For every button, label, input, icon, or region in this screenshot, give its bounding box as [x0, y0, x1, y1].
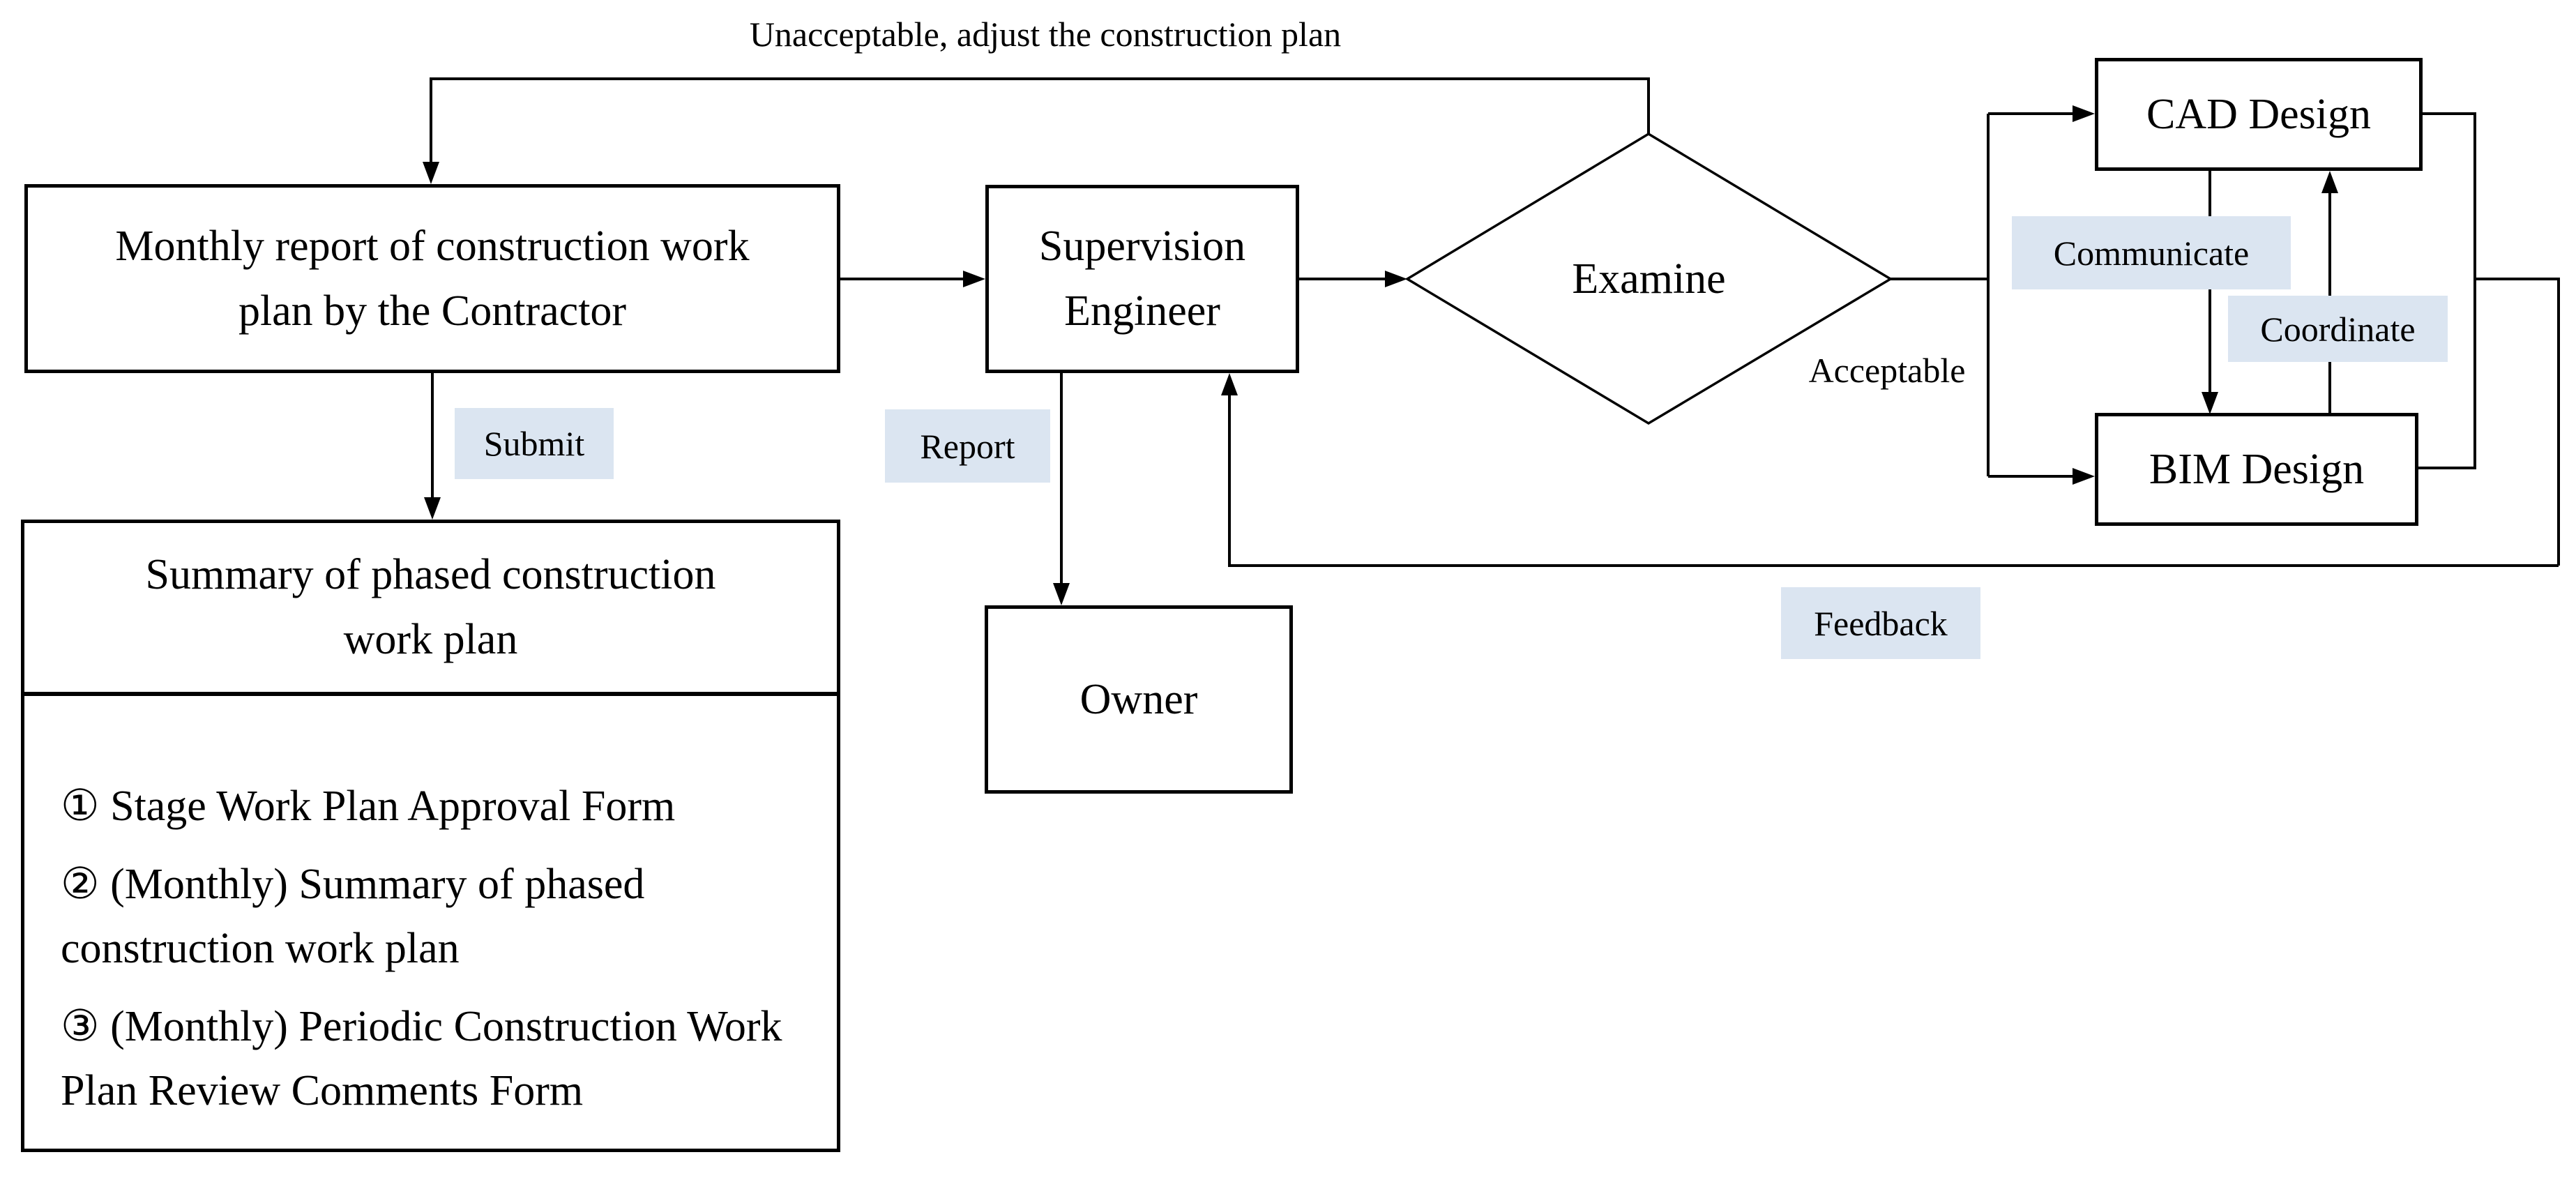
- node-label-line: Monthly report of construction work: [115, 222, 750, 270]
- list-item-line: ③ (Monthly) Periodic Construction: [61, 1003, 677, 1050]
- node-label-line: Summary of phased construction: [145, 551, 716, 598]
- list-item: ② (Monthly) Summary of phased constructi…: [61, 852, 816, 981]
- arrow-into-supervision-bottom: [1221, 373, 1238, 395]
- arrow-into-cad-left: [2073, 105, 2095, 122]
- edge-feedback: [1228, 379, 2559, 567]
- node-examine-label: Examine: [1572, 255, 1726, 303]
- node-summary-of-phased-plan: Summary of phased construction work plan…: [21, 520, 840, 1152]
- list-item-line: Work Plan Review Comments Form: [61, 1003, 782, 1114]
- edge-label-coordinate: Coordinate: [2228, 296, 2448, 362]
- arrow-into-monthly-top: [423, 162, 439, 184]
- node-label-line: plan by the Contractor: [238, 287, 627, 335]
- node-label-line: Supervision: [1038, 222, 1246, 270]
- bracket-right-vertical: [2418, 112, 2476, 469]
- edge-label-unacceptable: Unacceptable, adjust the construction pl…: [749, 15, 1342, 54]
- arrow-into-cad-bottom: [2321, 171, 2338, 193]
- examine-diamond: [1404, 132, 1893, 425]
- arrow-into-bim-left: [2073, 468, 2095, 485]
- arrow-into-supervision: [963, 271, 985, 287]
- arrow-into-summary: [424, 497, 441, 520]
- summary-title: Summary of phased construction work plan: [24, 523, 837, 696]
- list-item-line: ① Stage Work Plan Approval Form: [61, 782, 676, 830]
- list-item-line: ② (Monthly) Summary of phased: [61, 861, 645, 908]
- node-monthly-report: Monthly report of construction work plan…: [24, 184, 840, 373]
- node-bim-design: BIM Design: [2095, 413, 2418, 526]
- list-item-line: construction work plan: [61, 925, 460, 972]
- edge-label-communicate: Communicate: [2012, 216, 2291, 289]
- edge-label-feedback: Feedback: [1781, 587, 1980, 659]
- list-item: ① Stage Work Plan Approval Form: [61, 774, 816, 838]
- arrow-into-owner: [1053, 583, 1070, 605]
- edge-label-acceptable: Acceptable: [1808, 351, 1966, 390]
- list-item: ③ (Monthly) Periodic Construction Work P…: [61, 994, 816, 1123]
- node-supervision-engineer: Supervision Engineer: [985, 185, 1299, 373]
- arrow-into-bim-top: [2202, 392, 2218, 414]
- node-label-line: Engineer: [1064, 287, 1220, 335]
- node-cad-design: CAD Design: [2095, 58, 2423, 171]
- summary-item-list: ① Stage Work Plan Approval Form ② (Month…: [24, 696, 837, 1123]
- edge-label-report: Report: [885, 409, 1050, 483]
- edge-to-feedback: [2475, 278, 2560, 566]
- edge-label-submit: Submit: [455, 408, 614, 479]
- arrowheads: [423, 105, 2338, 605]
- node-owner: Owner: [985, 605, 1293, 794]
- node-label-line: work plan: [343, 616, 518, 663]
- arrow-into-examine: [1385, 271, 1407, 287]
